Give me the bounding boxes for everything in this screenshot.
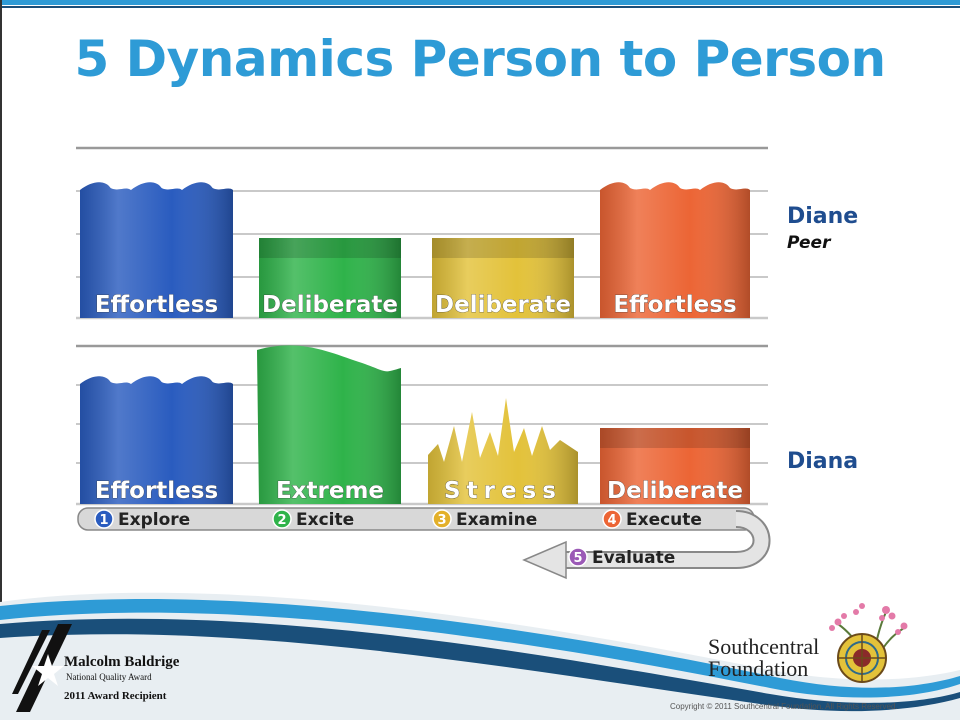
step-number: 5 <box>573 551 582 566</box>
person-name-diane: Diane <box>787 204 859 229</box>
southcentral-emblem-icon <box>829 603 908 683</box>
bar-shine <box>80 182 233 318</box>
person-name-diana: Diana <box>787 449 859 474</box>
step-3-badge-icon <box>432 509 452 529</box>
step-label-excite: Excite <box>296 510 354 530</box>
step-label-explore: Explore <box>118 510 190 530</box>
bar-shine <box>80 376 233 504</box>
page-title: 5 Dynamics Person to Person <box>74 30 886 88</box>
step-2-badge-icon <box>272 509 292 529</box>
copyright-text: Copyright © 2011 Southcentral Foundation… <box>670 702 898 711</box>
bar-label: Stress <box>444 478 562 504</box>
org-name-line1: Southcentral <box>708 634 820 659</box>
step-1-badge-icon <box>94 509 114 529</box>
org-name-line2: Foundation <box>708 656 809 681</box>
top-stripe <box>0 0 960 5</box>
bar-top-band <box>259 238 401 258</box>
award-name: Malcolm Baldrige <box>64 654 180 670</box>
step-number: 2 <box>277 513 286 528</box>
award-year: 2011 Award Recipient <box>64 690 167 702</box>
bar-shine <box>428 398 578 504</box>
bar-label: Deliberate <box>262 292 398 318</box>
bar-top-band <box>432 238 574 258</box>
bar-label: Effortless <box>95 292 218 318</box>
left-border <box>0 0 2 720</box>
step-number: 1 <box>99 513 108 528</box>
step-label-evaluate: Evaluate <box>592 548 675 568</box>
bar-shine <box>600 182 750 318</box>
step-label-examine: Examine <box>456 510 537 530</box>
step-4-badge-icon <box>602 509 622 529</box>
footer-swoosh <box>0 592 960 720</box>
bar-label: Effortless <box>613 292 736 318</box>
step-5-badge-icon <box>568 547 588 567</box>
step-number: 4 <box>607 513 616 528</box>
bar-label: Deliberate <box>435 292 571 318</box>
step-number: 3 <box>437 513 446 528</box>
return-arrow-inner <box>560 512 769 567</box>
return-arrowhead-icon <box>522 540 567 580</box>
bar-top-band <box>600 428 750 448</box>
bar-shine <box>600 428 750 504</box>
bar-shine <box>432 238 574 318</box>
bar-shine <box>257 345 401 504</box>
person-role-diane: Peer <box>787 233 831 253</box>
baldrige-logo-icon <box>12 624 72 712</box>
step-label-execute: Execute <box>626 510 702 530</box>
bar-label: Extreme <box>276 478 384 504</box>
bar-label: Effortless <box>95 478 218 504</box>
award-sub: National Quality Award <box>66 672 152 682</box>
bar-shine <box>259 238 401 318</box>
top-stripe-dark <box>0 6 960 8</box>
bar-label: Deliberate <box>607 478 743 504</box>
